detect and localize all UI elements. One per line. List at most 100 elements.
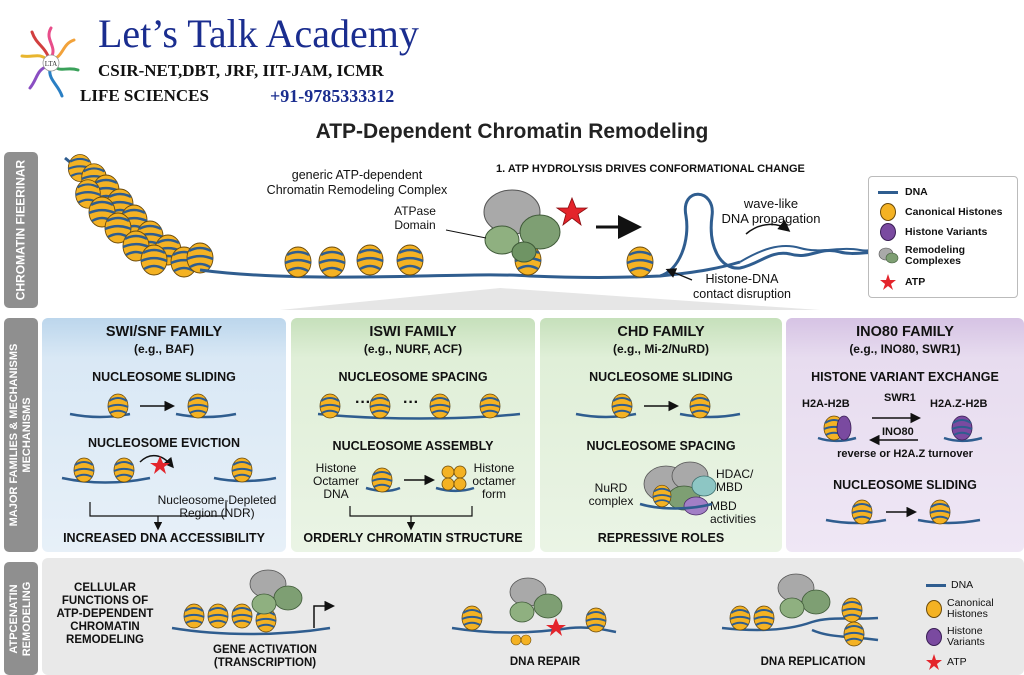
iswi-example: (e.g., NURF, ACF) bbox=[363, 342, 463, 356]
dna-loop bbox=[659, 192, 886, 278]
nucleosome bbox=[395, 243, 425, 277]
row-tab-remodeling-text: ATPCENATIN REMODELING bbox=[8, 581, 34, 656]
remodeling-complex bbox=[483, 189, 561, 263]
legend-remodeling-line1: Remodeling bbox=[905, 244, 966, 256]
ino80-mech1: HISTONE VARIANT EXCHANGE bbox=[811, 370, 999, 384]
complex-label: generic ATP-dependent Chromatin Remodeli… bbox=[262, 168, 452, 198]
legend2-atp-text: ATP bbox=[947, 655, 967, 668]
contact-arrow bbox=[665, 268, 693, 281]
complex-label-line2: Chromatin Remodeling Complex bbox=[266, 183, 448, 197]
wave-label: wave-like DNA propagation bbox=[716, 196, 826, 226]
histone-icon bbox=[877, 203, 899, 221]
functions-heading-line4: CHROMATIN bbox=[70, 621, 140, 633]
condensed-fiber bbox=[64, 153, 215, 279]
contact-label: Histone-DNA contact disruption bbox=[682, 272, 802, 302]
h2az-h2b-label: H2A.Z-H2B bbox=[930, 398, 988, 410]
functions-heading: CELLULAR FUNCTIONS OF ATP-DEPENDENT CHRO… bbox=[46, 582, 164, 647]
nurd-label-line1: NuRD bbox=[594, 481, 628, 495]
swi-result: INCREASED DNA ACCESSIBILITY bbox=[63, 531, 265, 545]
ino80-label: INO80 bbox=[882, 426, 914, 438]
funnel-shading bbox=[280, 288, 820, 310]
chd-mech1: NUCLEOSOME SLIDING bbox=[589, 370, 733, 384]
chd-result: REPRESSIVE ROLES bbox=[597, 531, 725, 545]
dna-line-icon bbox=[877, 183, 899, 201]
variant-icon bbox=[926, 628, 942, 646]
octamer-form-line2: octamer bbox=[472, 474, 516, 488]
legend-dna: DNA bbox=[877, 183, 928, 201]
exam-list: CSIR-NET,DBT, JRF, IIT-JAM, ICMR bbox=[98, 61, 384, 80]
legend2-dna: DNA bbox=[926, 580, 973, 591]
contact-label-line2: contact disruption bbox=[693, 287, 791, 301]
chd-title: CHD FAMILY bbox=[617, 324, 705, 340]
wave-label-line1: wave-like bbox=[743, 196, 799, 211]
functions-heading-line3: ATP-DEPENDENT bbox=[56, 608, 154, 620]
hdac-label-line1: HDAC/ bbox=[716, 467, 754, 481]
ino80-mech2: NUCLEOSOME SLIDING bbox=[833, 478, 977, 492]
histone-dna-line: DNA bbox=[323, 487, 349, 501]
ino80-title: INO80 FAMILY bbox=[856, 324, 954, 340]
hdac-label-line2: MBD bbox=[716, 480, 743, 494]
h2a-h2b-label: H2A-H2B bbox=[802, 398, 850, 410]
functions-heading-line5: REMODELING bbox=[66, 634, 144, 646]
legend2-variants: Histone Variants bbox=[926, 626, 985, 648]
remodeler-icon bbox=[877, 247, 899, 265]
atpase-pointer bbox=[445, 229, 487, 239]
row-tab-chromatin-text: CHROMATIN FIEERINAR bbox=[13, 159, 28, 301]
atpase-label-line1: ATPase bbox=[394, 204, 436, 218]
gene-activation-line2: (TRANSCRIPTION) bbox=[213, 657, 317, 669]
row-tab-remodeling: ATPCENATIN REMODELING bbox=[4, 562, 38, 675]
swi-mech1: NUCLEOSOME SLIDING bbox=[92, 370, 236, 384]
dna-repair-label: DNA REPAIR bbox=[509, 656, 581, 668]
mbd-label-line1: MBD bbox=[710, 499, 737, 513]
atpase-label-line2: Domain bbox=[394, 218, 436, 232]
spacing-dots-2: ··· bbox=[403, 394, 419, 411]
legend-remodeling-line2: Complexes bbox=[905, 255, 962, 267]
legend2-atp: ATP bbox=[926, 654, 967, 670]
reverse-label: reverse or H2A.Z turnover bbox=[837, 448, 973, 460]
atp-star-icon bbox=[877, 273, 899, 291]
legend2-variants-line2: Variants bbox=[947, 636, 985, 648]
panel-ino80: INO80 FAMILY (e.g., INO80, SWR1) HISTONE… bbox=[786, 318, 1024, 552]
legend2-canonical-text: Canonical Histones bbox=[947, 598, 994, 620]
swi-example: (e.g., BAF) bbox=[134, 342, 194, 356]
legend-canonical: Canonical Histones bbox=[877, 203, 1002, 221]
iswi-mech2: NUCLEOSOME ASSEMBLY bbox=[332, 439, 494, 453]
wave-label-line2: DNA propagation bbox=[721, 211, 821, 226]
step1-label: 1. ATP HYDROLYSIS DRIVES CONFORMATIONAL … bbox=[496, 163, 805, 175]
legend2-variants-text: Histone Variants bbox=[947, 626, 985, 648]
functions-heading-line1: CELLULAR bbox=[74, 582, 136, 594]
linker-dna bbox=[199, 260, 741, 279]
nucleosome bbox=[283, 245, 313, 279]
legend2-canonical-line2: Histones bbox=[947, 608, 988, 620]
variant-icon bbox=[877, 223, 899, 241]
legend2-dna-text: DNA bbox=[951, 579, 974, 591]
complex-label-line1: generic ATP-dependent bbox=[291, 168, 423, 182]
legend-variants-text: Histone Variants bbox=[905, 225, 988, 238]
legend-atp-text: ATP bbox=[905, 275, 926, 288]
iswi-mech1: NUCLEOSOME SPACING bbox=[338, 370, 488, 384]
panel-iswi: ISWI FAMILY (e.g., NURF, ACF) NUCLEOSOME… bbox=[291, 318, 535, 552]
academy-logo: LTA bbox=[20, 26, 80, 98]
swi-mech2: NUCLEOSOME EVICTION bbox=[87, 436, 241, 450]
nucleosome bbox=[625, 245, 655, 279]
legend2-canonical: Canonical Histones bbox=[926, 598, 994, 620]
row-tab-families-line2: MECHANISMS bbox=[21, 397, 33, 473]
panel-swi-snf: SWI/SNF FAMILY (e.g., BAF) NUCLEOSOME SL… bbox=[42, 318, 286, 552]
legend-bottom: DNA Canonical Histones Histone Variants … bbox=[922, 578, 1022, 673]
atp-star bbox=[555, 196, 589, 227]
histone-octamer-line2: Octamer bbox=[312, 474, 359, 488]
atpase-label: ATPase Domain bbox=[380, 204, 450, 232]
wave-arrow bbox=[745, 219, 791, 235]
nucleosome bbox=[317, 245, 347, 279]
nurd-label-line2: complex bbox=[588, 494, 634, 508]
nurd-label: NuRD complex bbox=[580, 482, 642, 508]
legend-variants: Histone Variants bbox=[877, 223, 987, 241]
row-tab-chromatin: CHROMATIN FIEERINAR bbox=[4, 152, 38, 308]
iswi-title: ISWI FAMILY bbox=[369, 324, 457, 340]
nucleosome bbox=[355, 243, 385, 277]
mbd-label: MBD activities bbox=[710, 500, 756, 526]
academy-name: Let’s Talk Academy bbox=[98, 11, 419, 56]
dna-line-icon bbox=[926, 584, 946, 587]
spacing-dots-1: ··· bbox=[355, 394, 371, 411]
